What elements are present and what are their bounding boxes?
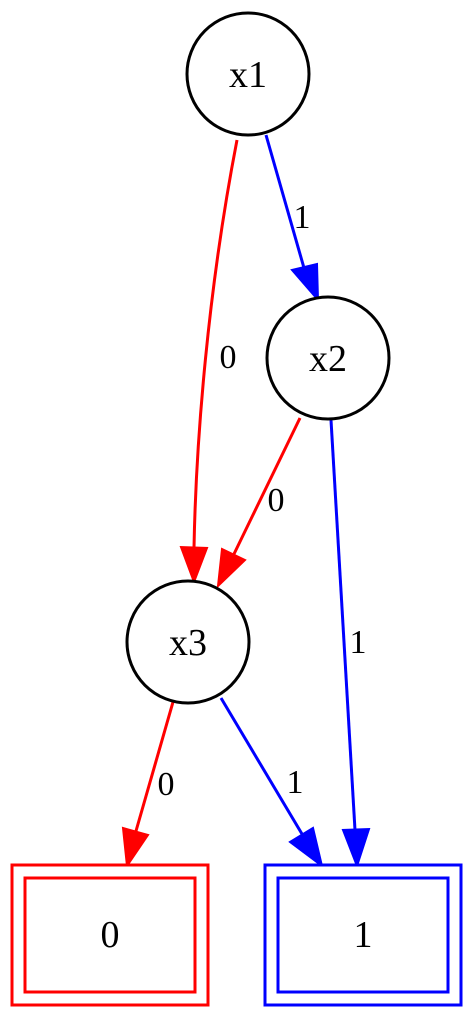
edge-label: 0 — [158, 766, 175, 803]
edge-line — [329, 419, 357, 831]
terminal-zero: 0 — [10, 863, 210, 1007]
edge-x3-terminal-zero: 0 — [121, 701, 175, 869]
terminal-inner-border — [276, 876, 450, 994]
edge-x2-x3: 0 — [216, 417, 302, 589]
node-label: x3 — [169, 622, 207, 664]
edge-line — [232, 417, 302, 555]
edge-x1-x3: 0 — [179, 139, 239, 585]
edge-line — [134, 701, 175, 832]
terminal-label: 1 — [354, 914, 373, 956]
arrowhead — [288, 826, 324, 869]
edge-x2-terminal-one: 1 — [329, 419, 371, 869]
edge-line — [219, 697, 304, 835]
node-circle — [265, 295, 391, 421]
node-label: x1 — [229, 54, 267, 96]
edge-label: 1 — [294, 199, 311, 236]
edge-label: 0 — [220, 339, 237, 376]
node-circle — [185, 11, 311, 137]
node-circle — [125, 579, 251, 705]
arrowhead — [179, 545, 209, 585]
arrowhead — [341, 827, 371, 869]
node-x2: x2 — [265, 295, 391, 421]
node-x1: x1 — [185, 11, 311, 137]
terminal-label: 0 — [101, 914, 120, 956]
arrowhead — [216, 547, 247, 589]
terminal-inner-border — [23, 876, 197, 994]
edge-label: 0 — [268, 482, 285, 519]
edge-x1-x2: 1 — [264, 134, 320, 303]
terminal-one: 1 — [263, 863, 463, 1007]
node-x3: x3 — [125, 579, 251, 705]
edge-line — [192, 139, 239, 549]
terminal-outer-border — [263, 863, 463, 1007]
edge-x3-terminal-one: 1 — [219, 697, 324, 869]
edge-label: 1 — [350, 624, 367, 661]
node-label: x2 — [309, 338, 347, 380]
edge-label: 1 — [287, 764, 304, 801]
arrowhead — [290, 262, 320, 303]
arrowhead — [121, 826, 150, 869]
edge-line — [264, 134, 306, 269]
terminal-outer-border — [10, 863, 210, 1007]
